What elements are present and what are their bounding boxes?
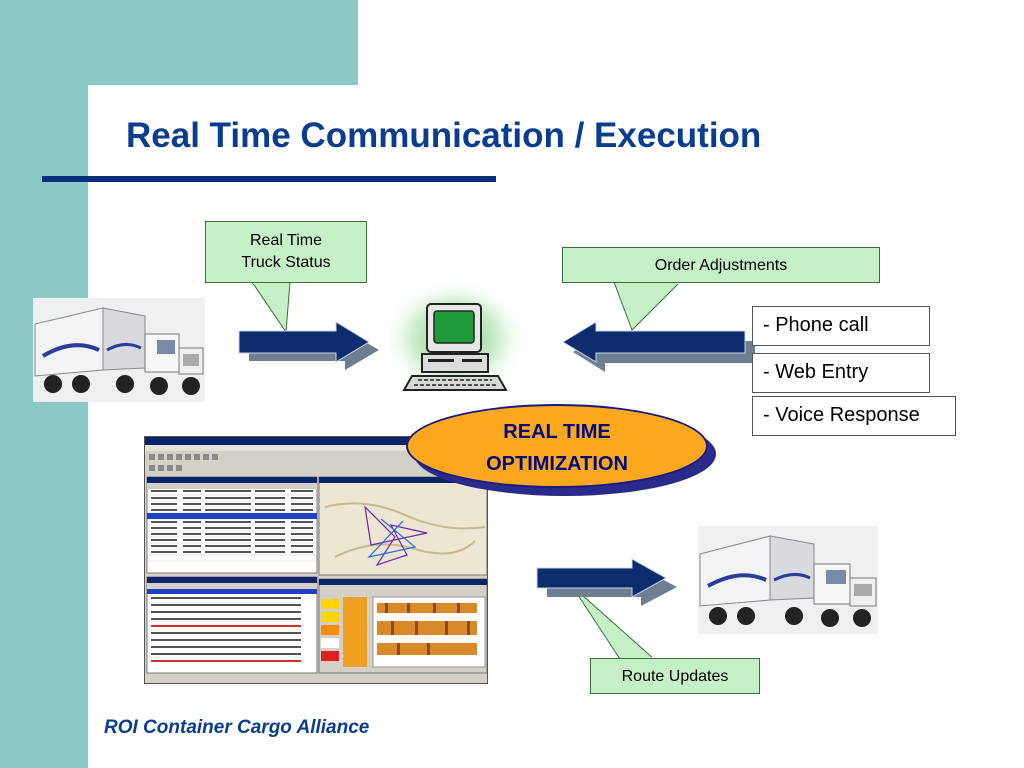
order-adjustments-callout: Order Adjustments	[562, 247, 880, 283]
planning-software-screenshot	[144, 436, 488, 684]
truck-status-line-2: Truck Status	[241, 254, 331, 271]
optimization-line-2: OPTIMIZATION	[486, 453, 628, 475]
real-time-optimization-ellipse: REAL TIME OPTIMIZATION	[406, 404, 716, 496]
optimization-ellipse-body: REAL TIME OPTIMIZATION	[406, 404, 708, 488]
channel-phone-call: - Phone call	[752, 306, 930, 346]
route-updates-callout: Route Updates	[590, 658, 760, 694]
truck-image-right	[698, 526, 878, 634]
optimization-line-1: REAL TIME	[503, 421, 611, 443]
arrow-orders-to-computer	[562, 321, 755, 372]
title-underline	[42, 176, 496, 182]
truck-image-left	[33, 298, 205, 402]
truck-status-callout-tail	[251, 281, 291, 334]
background-rounded-corner	[88, 85, 208, 205]
arrow-truck-to-computer	[238, 321, 379, 370]
truck-status-line-1: Real Time	[249, 232, 323, 249]
arrow-system-to-truck	[536, 558, 677, 606]
channel-voice-response: - Voice Response	[752, 396, 956, 436]
footer-organization: ROI Container Cargo Alliance	[104, 717, 370, 738]
software-screenshot-graphic	[145, 437, 487, 683]
computer-icon	[383, 282, 527, 398]
slide-title: Real Time Communication / Execution	[126, 116, 762, 155]
channel-web-entry: - Web Entry	[752, 353, 930, 393]
truck-status-callout: Real Time Truck Status	[205, 221, 367, 283]
order-adjustments-callout-tail	[613, 281, 682, 331]
